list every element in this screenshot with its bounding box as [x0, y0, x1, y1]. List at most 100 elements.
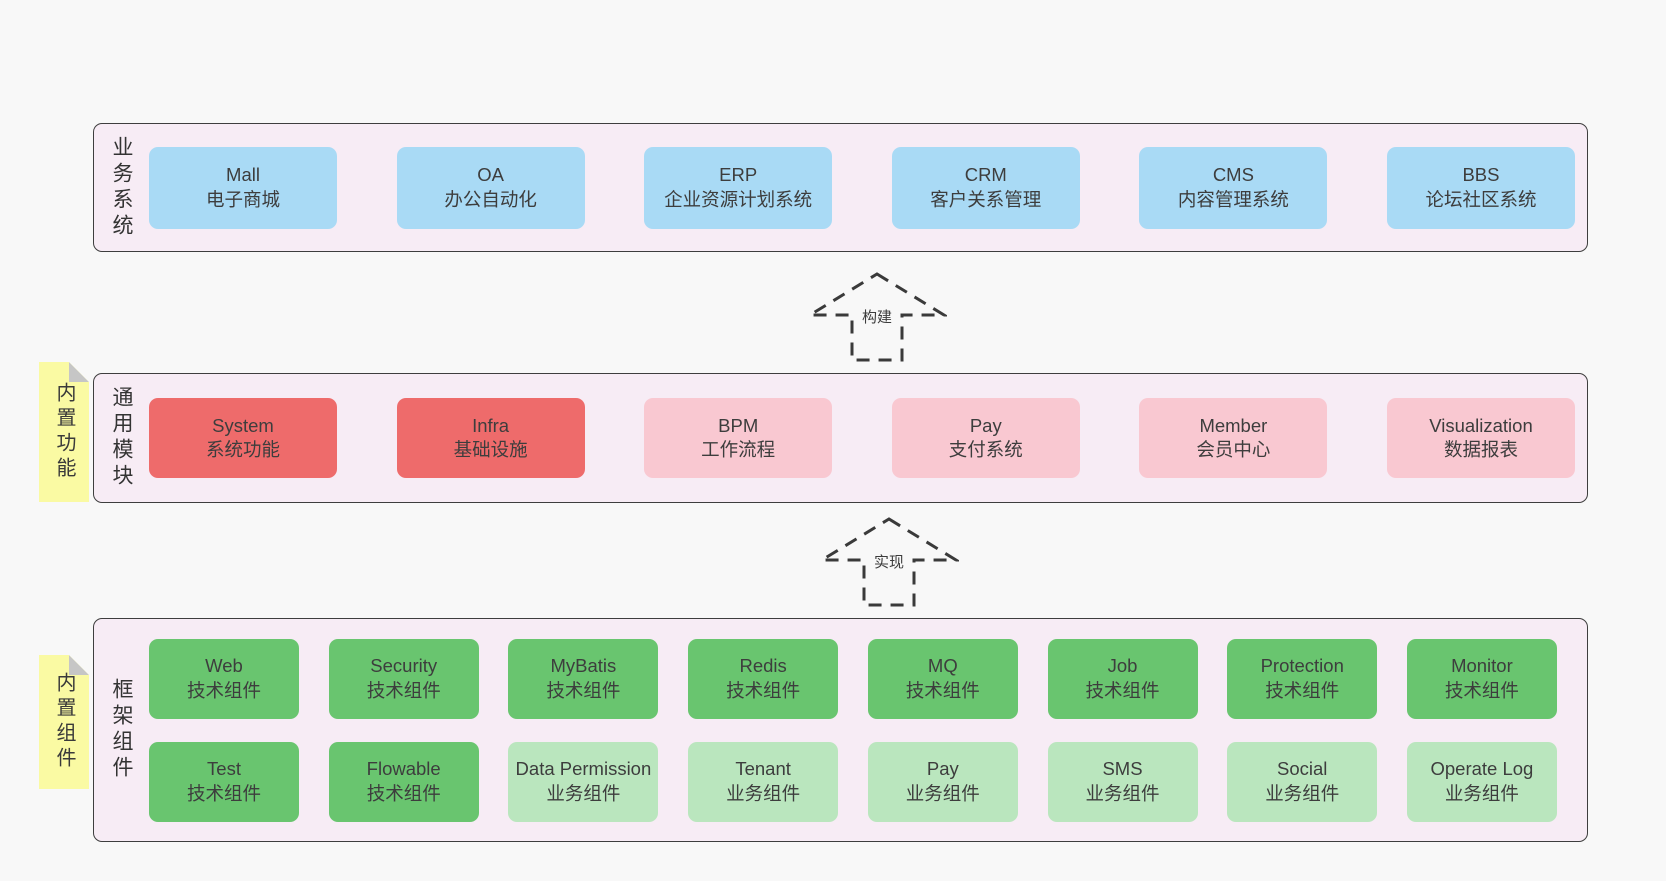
framework-components-row-1: Web 技术组件 Security 技术组件 MyBatis 技术组件 Redi… [149, 638, 1557, 719]
box-subtitle: 客户关系管理 [930, 188, 1042, 210]
box-subtitle: 办公自动化 [444, 188, 537, 210]
box-protection: Protection 技术组件 [1227, 638, 1378, 719]
common-modules-side-label: 通用模块 [110, 386, 133, 490]
box-social: Social 业务组件 [1227, 741, 1378, 822]
common-modules-side-label-column: 通用模块 [94, 374, 149, 502]
box-subtitle: 技术组件 [726, 679, 801, 701]
box-web: Web 技术组件 [149, 638, 299, 719]
box-title: Infra [472, 414, 510, 436]
framework-components-side-label: 框架组件 [110, 678, 133, 782]
box-title: Flowable [366, 758, 441, 780]
sticky-note-builtin-features: 内置功能 [39, 362, 89, 502]
framework-components-panel: 框架组件 Web 技术组件 Security 技术组件 MyBatis 技术组件… [93, 618, 1588, 842]
box-title: Security [370, 655, 438, 677]
sticky-note-builtin-components: 内置组件 [39, 655, 89, 789]
box-infra: Infra 基础设施 [396, 398, 585, 478]
box-subtitle: 技术组件 [366, 679, 441, 701]
box-subtitle: 技术组件 [366, 782, 441, 804]
box-subtitle: 论坛社区系统 [1425, 188, 1537, 210]
box-title: Redis [739, 655, 787, 677]
build-arrow-label: 构建 [858, 305, 896, 328]
box-crm: CRM 客户关系管理 [891, 146, 1080, 229]
box-title: Protection [1260, 655, 1344, 677]
business-systems-panel: 业务系统 Mall 电子商城 OA 办公自动化 ERP 企业资源计划系统 CRM… [93, 123, 1588, 252]
box-subtitle: 业务组件 [726, 782, 801, 804]
box-title: CMS [1212, 164, 1254, 186]
box-title: Job [1107, 655, 1138, 677]
box-pay: Pay 支付系统 [891, 398, 1080, 478]
box-title: Tenant [735, 758, 791, 780]
box-subtitle: 业务组件 [546, 782, 621, 804]
box-subtitle: 业务组件 [1085, 782, 1160, 804]
box-bpm: BPM 工作流程 [644, 398, 833, 478]
box-oa: OA 办公自动化 [396, 146, 585, 229]
box-bbs: BBS 论坛社区系统 [1386, 146, 1575, 229]
box-subtitle: 技术组件 [1085, 679, 1160, 701]
box-title: System [212, 414, 274, 436]
box-job: Job 技术组件 [1047, 638, 1198, 719]
box-subtitle: 基础设施 [453, 439, 528, 460]
box-subtitle: 系统功能 [205, 439, 280, 460]
box-title: CRM [964, 164, 1007, 186]
box-mybatis: MyBatis 技术组件 [508, 638, 659, 719]
box-subtitle: 业务组件 [1265, 782, 1340, 804]
box-test: Test 技术组件 [149, 741, 299, 822]
box-subtitle: 企业资源计划系统 [664, 188, 813, 210]
box-subtitle: 业务组件 [905, 782, 980, 804]
box-title: Monitor [1451, 655, 1513, 677]
box-erp: ERP 企业资源计划系统 [644, 146, 833, 229]
box-data-permission: Data Permission 业务组件 [508, 741, 659, 822]
box-subtitle: 技术组件 [1265, 679, 1340, 701]
box-subtitle: 技术组件 [186, 782, 261, 804]
sticky-note-label: 内置功能 [53, 382, 75, 482]
box-subtitle: 技术组件 [905, 679, 980, 701]
box-title: BPM [718, 414, 759, 436]
box-subtitle: 内容管理系统 [1177, 188, 1289, 210]
box-subtitle: 技术组件 [1444, 679, 1519, 701]
implement-arrow-label: 实现 [870, 550, 908, 573]
common-modules-panel: 通用模块 System 系统功能 Infra 基础设施 BPM 工作流程 Pay… [93, 373, 1588, 503]
business-systems-side-label-column: 业务系统 [94, 124, 149, 251]
box-flowable: Flowable 技术组件 [328, 741, 479, 822]
build-arrow: 构建 [807, 271, 947, 363]
box-monitor: Monitor 技术组件 [1406, 638, 1557, 719]
box-title: Test [207, 758, 241, 780]
box-cms: CMS 内容管理系统 [1139, 146, 1328, 229]
box-title: BBS [1462, 164, 1500, 186]
box-subtitle: 技术组件 [186, 679, 261, 701]
box-title: Pay [926, 758, 959, 780]
box-title: Mall [226, 164, 260, 186]
box-security: Security 技术组件 [328, 638, 479, 719]
box-title: Web [205, 655, 243, 677]
box-visualization: Visualization 数据报表 [1386, 398, 1575, 478]
box-mall: Mall 电子商城 [149, 146, 337, 229]
framework-components-grid: Web 技术组件 Security 技术组件 MyBatis 技术组件 Redi… [149, 638, 1587, 822]
box-title: OA [477, 164, 504, 186]
box-subtitle: 业务组件 [1444, 782, 1519, 804]
box-title: MyBatis [550, 655, 617, 677]
box-title: ERP [719, 164, 758, 186]
box-title: Visualization [1429, 414, 1533, 436]
box-subtitle: 数据报表 [1443, 439, 1518, 460]
box-subtitle: 工作流程 [701, 439, 776, 460]
box-tenant: Tenant 业务组件 [688, 741, 839, 822]
business-systems-box-row: Mall 电子商城 OA 办公自动化 ERP 企业资源计划系统 CRM 客户关系… [149, 146, 1587, 229]
box-mq: MQ 技术组件 [867, 638, 1018, 719]
box-title: Social [1277, 758, 1328, 780]
box-title: Member [1199, 414, 1268, 436]
box-pay-biz: Pay 业务组件 [867, 741, 1018, 822]
business-systems-side-label: 业务系统 [110, 135, 133, 240]
box-subtitle: 支付系统 [948, 439, 1023, 460]
box-subtitle: 电子商城 [205, 188, 280, 210]
box-system: System 系统功能 [149, 398, 337, 478]
framework-components-row-2: Test 技术组件 Flowable 技术组件 Data Permission … [149, 741, 1557, 822]
framework-components-side-label-column: 框架组件 [94, 619, 149, 841]
implement-arrow: 实现 [819, 516, 959, 608]
sticky-note-label: 内置组件 [53, 672, 75, 772]
box-operate-log: Operate Log 业务组件 [1406, 741, 1557, 822]
box-redis: Redis 技术组件 [688, 638, 839, 719]
box-sms: SMS 业务组件 [1047, 741, 1198, 822]
common-modules-box-row: System 系统功能 Infra 基础设施 BPM 工作流程 Pay 支付系统… [149, 398, 1587, 478]
box-title: Pay [969, 414, 1002, 436]
